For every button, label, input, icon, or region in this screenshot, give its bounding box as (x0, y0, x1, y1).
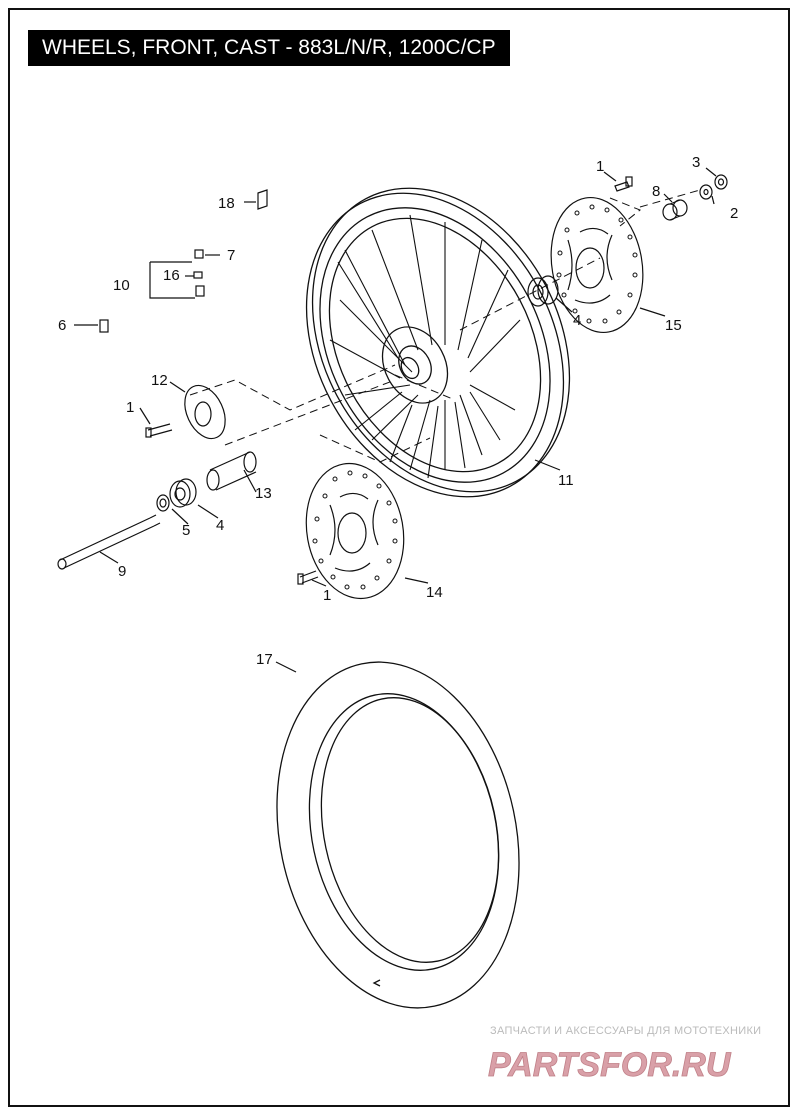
brake-rotor-15 (550, 196, 644, 334)
callout-17: 17 (256, 651, 273, 668)
front-wheel (305, 187, 571, 498)
callout-13: 13 (255, 485, 272, 502)
watermark-logo-text: PARTSFOR.RU (488, 1046, 732, 1084)
callouts: 1 3 8 2 18 7 10 16 6 4 15 12 1 11 13 4 5… (58, 154, 738, 668)
callout-10: 10 (113, 277, 130, 294)
watermark-logo: PARTSFOR.RU (488, 1046, 732, 1084)
tire (276, 661, 520, 1009)
callout-15: 15 (665, 317, 682, 334)
callout-4-upper: 4 (573, 312, 581, 329)
callout-4-lower: 4 (216, 517, 224, 534)
callout-1-left: 1 (126, 399, 134, 416)
callout-3: 3 (692, 154, 700, 171)
callout-14: 14 (426, 584, 443, 601)
callout-11: 11 (558, 472, 574, 489)
brake-rotor-14 (305, 462, 405, 600)
callout-1-lower: 1 (323, 587, 331, 604)
watermark-subtitle: ЗАПЧАСТИ И АКСЕССУАРЫ ДЛЯ МОТОТЕХНИКИ (490, 1025, 762, 1037)
callout-9: 9 (118, 563, 126, 580)
page-title: WHEELS, FRONT, CAST - 883L/N/R, 1200C/CP (28, 30, 510, 66)
leader-lines (74, 167, 717, 673)
callout-16: 16 (163, 267, 180, 284)
callout-18: 18 (218, 195, 235, 212)
callout-7: 7 (227, 247, 235, 264)
callout-5: 5 (182, 522, 190, 539)
callout-8: 8 (652, 183, 660, 200)
callout-6: 6 (58, 317, 66, 334)
callout-1-top: 1 (596, 158, 604, 175)
callout-12: 12 (151, 372, 168, 389)
hardware-parts (57, 174, 728, 585)
callout-2: 2 (730, 205, 738, 222)
diagram-border (8, 8, 790, 1107)
